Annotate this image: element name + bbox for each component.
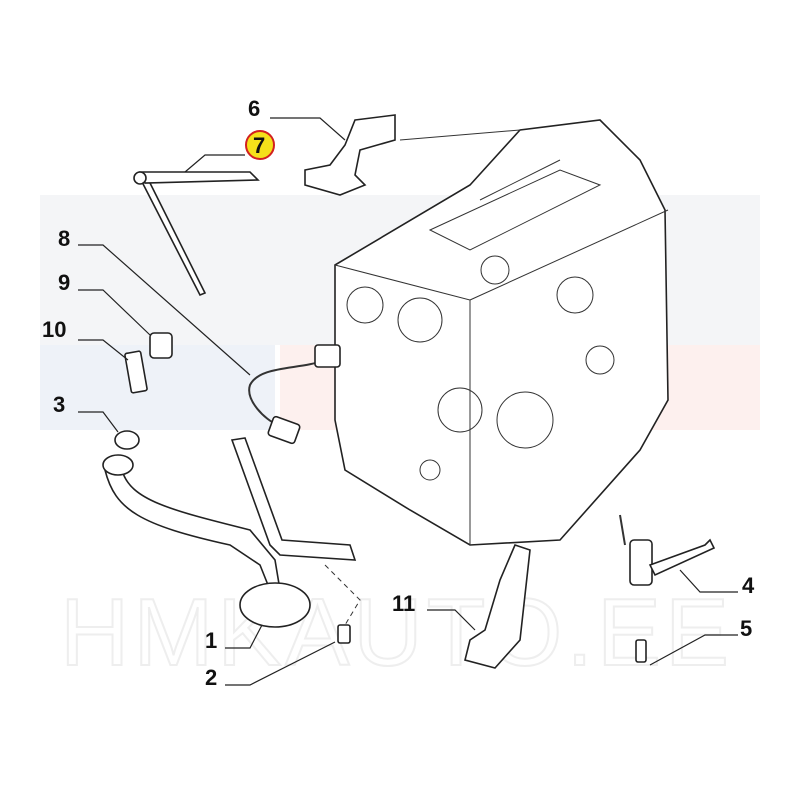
callout-1[interactable]: 1: [205, 628, 217, 653]
part-3-o-ring[interactable]: [114, 430, 140, 450]
part-5-bolt[interactable]: [635, 639, 647, 663]
part-8-sensor[interactable]: [248, 344, 341, 445]
part-10-pressure-switch[interactable]: [124, 350, 148, 394]
watermark-text: HMKAUTO.EE: [60, 579, 733, 686]
callout-9[interactable]: 9: [58, 270, 70, 295]
engine-block: [334, 119, 669, 546]
part-1-oil-pickup[interactable]: [102, 437, 357, 628]
callout-6[interactable]: 6: [248, 96, 260, 121]
callout-3[interactable]: 3: [53, 392, 65, 417]
callout-4[interactable]: 4: [742, 573, 755, 598]
part-11-bracket[interactable]: [464, 544, 531, 669]
callout-11[interactable]: 11: [392, 591, 415, 616]
callout-10[interactable]: 10: [42, 317, 66, 342]
callout-7-highlight: [245, 130, 275, 160]
leader-lines: [78, 117, 738, 686]
part-6-bracket[interactable]: [304, 114, 396, 196]
callout-8[interactable]: 8: [58, 226, 70, 251]
callouts: 6 7 8 9 10 3 1 2 11 4 5: [42, 96, 755, 690]
callout-2[interactable]: 2: [205, 665, 217, 690]
part-2-bolt[interactable]: [337, 624, 351, 644]
part-9-plug[interactable]: [149, 332, 173, 359]
callout-7[interactable]: 7: [253, 133, 265, 158]
part-4-oil-jet[interactable]: [619, 514, 716, 586]
part-7-rod-sensor[interactable]: [133, 171, 260, 297]
callout-5[interactable]: 5: [740, 616, 752, 641]
